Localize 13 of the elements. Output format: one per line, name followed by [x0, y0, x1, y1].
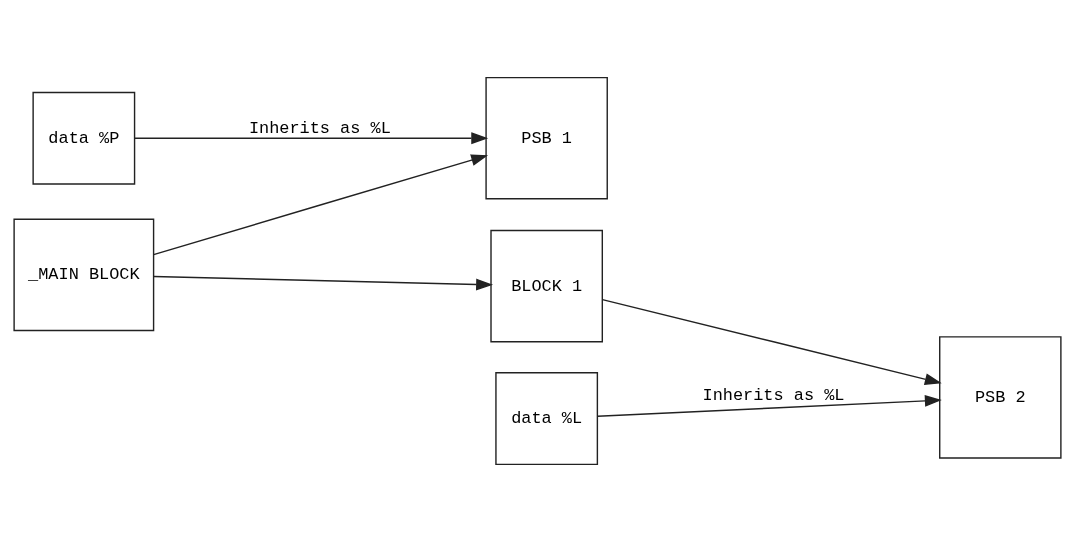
- arrow: [134, 131, 489, 144]
- arrow: [601, 298, 942, 385]
- arrow: [596, 394, 942, 417]
- node-box: _MAIN BLOCK: [13, 218, 155, 331]
- edge-label: Inherits as %L: [248, 118, 391, 138]
- arrow: [152, 153, 489, 255]
- edge-label: Inherits as %L: [702, 385, 845, 405]
- node-box: data %L: [495, 371, 599, 465]
- node-box: data %P: [32, 91, 136, 185]
- node-box: PSB 2: [939, 335, 1062, 459]
- node-box: BLOCK 1: [490, 229, 603, 342]
- node-box: PSB 1: [485, 76, 608, 199]
- arrow: [152, 275, 494, 290]
